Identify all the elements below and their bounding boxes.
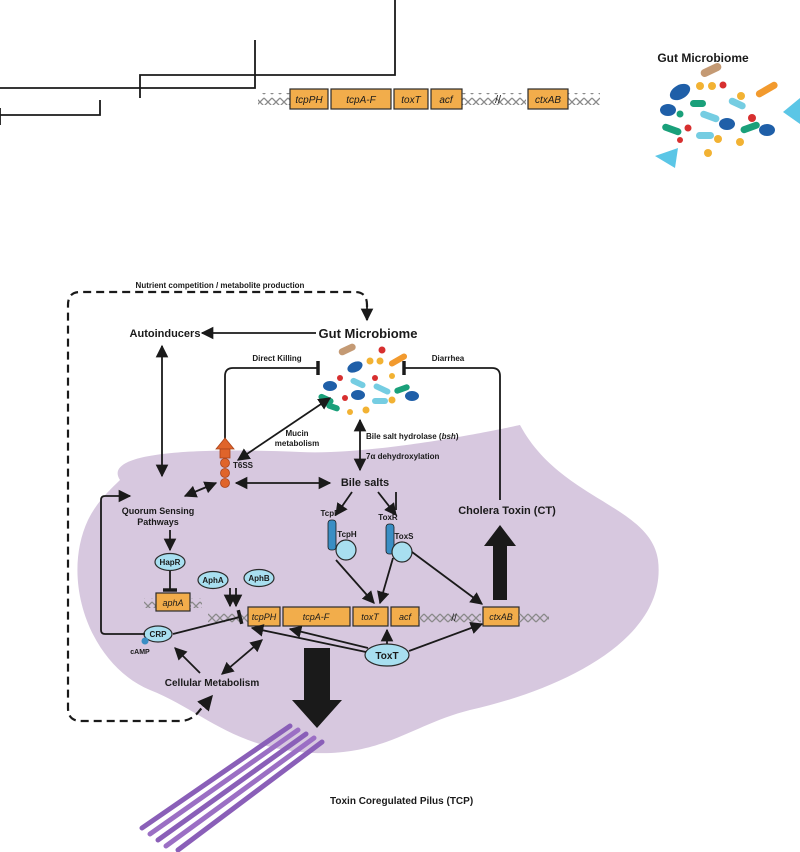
- top-panel: tcpPH tcpA-F toxT acf // ctxAB Gut Micro…: [0, 0, 800, 168]
- toxr-protein: [385, 523, 395, 555]
- bile-to-tcpp-arrow: [335, 491, 353, 517]
- bsh-label: Bile salt hydrolase (bsh): [366, 432, 459, 441]
- qs-label-1: Quorum Sensing: [122, 506, 195, 516]
- nutrient-competition-label: Nutrient competition / metabolite produc…: [136, 281, 305, 290]
- hapr-label: HapR: [160, 558, 181, 567]
- acf-gene-label: acf: [399, 612, 413, 622]
- top-gene-tcpaf-box: [330, 88, 392, 110]
- dna-segment: [144, 598, 156, 608]
- tcpp-label: TcpP: [321, 509, 341, 518]
- ct-production-arrow: [484, 525, 516, 600]
- dna-break-mark: //: [451, 613, 457, 624]
- camp-molecule: [141, 637, 149, 645]
- cellular-metabolism-label: Cellular Metabolism: [165, 678, 260, 689]
- qs-label-2: Pathways: [137, 517, 179, 527]
- dna-segment: [519, 611, 549, 623]
- toxin-coregulated-pilus: [139, 723, 325, 852]
- autoinducers-label: Autoinducers: [130, 328, 201, 340]
- pointer-triangle: [655, 148, 678, 168]
- dehydroxylation-label: 7α dehydroxylation: [366, 452, 439, 461]
- tcpaf-gene-label: tcpA-F: [303, 612, 330, 622]
- dna-segment: [208, 611, 248, 623]
- nutrient-competition-loop: [66, 290, 369, 723]
- toxt-gene-box: [352, 606, 389, 627]
- pointer-triangle: [783, 98, 800, 124]
- top-gene-acf-box: [430, 88, 463, 110]
- dna-segment: [419, 611, 481, 623]
- top-microbiome-cluster: [660, 63, 778, 157]
- crp-qs-feedback: [100, 489, 145, 635]
- direct-killing-label: Direct Killing: [252, 354, 301, 363]
- toxt-activates-tcpaf: [288, 625, 369, 649]
- toxr-label: ToxR: [378, 513, 398, 522]
- tcph-label: TcpH: [337, 530, 357, 539]
- top-gene-tcpph: tcpPH: [295, 95, 323, 106]
- tcpp-protein: [327, 519, 337, 551]
- toxt-gene-label: toxT: [361, 612, 380, 622]
- mucin-label-1: Mucin: [285, 429, 308, 438]
- aphb-protein: [243, 568, 275, 588]
- diarrhea-label: Diarrhea: [432, 354, 465, 363]
- aphb-protein-label: AphB: [248, 574, 270, 583]
- main-gene-locus: tcpPH tcpA-F toxT acf // ctxAB: [208, 606, 549, 627]
- top-gene-ctxab: ctxAB: [535, 95, 561, 106]
- crp-represses-tcpph: [172, 609, 244, 635]
- t6ss-label: T6SS: [233, 461, 254, 470]
- toxs-label: ToxS: [395, 532, 415, 541]
- tcpph-gene-label: tcpPH: [252, 612, 277, 622]
- direct-killing-inhibition: [224, 360, 320, 452]
- top-gene-toxt: toxT: [401, 95, 421, 106]
- tcp-label: Toxin Coregulated Pilus (TCP): [330, 796, 473, 807]
- dna-segment: [190, 598, 202, 608]
- mucin-metabolism-arrow: [236, 397, 332, 461]
- t6ss-apparatus: [215, 437, 235, 488]
- camp-label: cAMP: [130, 649, 150, 656]
- gut-microbiome-label: Gut Microbiome: [319, 326, 418, 341]
- dna-segment: [258, 93, 290, 105]
- tcph-protein: [335, 539, 357, 561]
- top-step-line-1: [139, 0, 396, 98]
- central-microbiome-cluster: [318, 343, 419, 415]
- vibrio-cell-body: [77, 425, 659, 754]
- top-gene-toxt-box: [393, 88, 429, 110]
- cholera-toxin-label: Cholera Toxin (CT): [458, 505, 556, 517]
- tcpp-activates-toxt: [335, 559, 375, 604]
- top-step-line-2: [0, 40, 256, 89]
- top-step-line-4: [0, 100, 101, 116]
- mucin-label-2: metabolism: [275, 439, 319, 448]
- toxr-activates-toxt: [377, 557, 394, 605]
- toxt-activates-ctxab: [408, 622, 484, 652]
- apha-gene-label: aphA: [162, 598, 183, 608]
- toxr-activates-ctxab: [411, 551, 484, 605]
- hapr-protein: [154, 552, 186, 572]
- top-gene-ctxab-box: [527, 88, 569, 110]
- qs-t6ss-arrow: [183, 481, 218, 498]
- ctxab-gene-label: ctxAB: [489, 612, 513, 622]
- top-gene-tcpaf: tcpA-F: [346, 95, 376, 106]
- dna-segment: [568, 93, 600, 105]
- dna-segment: [462, 93, 526, 105]
- apha-protein-label: AphA: [202, 576, 224, 585]
- top-microbiome-title: Gut Microbiome: [657, 51, 749, 65]
- tcpaf-gene-box: [282, 606, 351, 627]
- tcp-production-arrow: [292, 648, 342, 728]
- diarrhea-inhibition: [402, 360, 501, 500]
- toxs-protein: [391, 541, 413, 563]
- bile-to-toxr-arrow: [377, 491, 397, 516]
- metabolism-to-crp-arrow: [174, 647, 201, 674]
- top-gene-tcpph-box: [289, 88, 329, 110]
- apha-protein: [197, 570, 229, 590]
- toxt-protein-label: ToxT: [375, 651, 398, 662]
- main-panel: Nutrient competition / metabolite produc…: [66, 281, 659, 852]
- top-gene-acf: acf: [439, 95, 454, 106]
- toxt-activates-tcpph: [250, 624, 367, 653]
- metabolism-toxt-arrow: [221, 639, 263, 675]
- crp-label: CRP: [150, 630, 168, 639]
- dna-break-mark: //: [495, 94, 502, 106]
- bile-salts-label: Bile salts: [341, 477, 389, 489]
